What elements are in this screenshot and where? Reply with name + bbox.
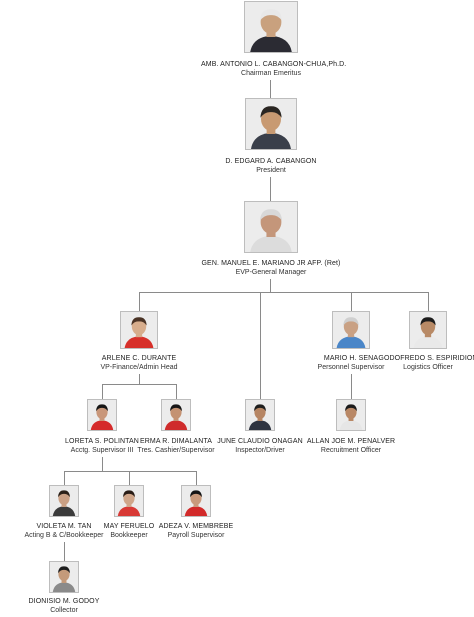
org-node-president: D. EDGARD A. CABANGON President <box>201 98 341 177</box>
person-name: ALLAN JOE M. PENALVER <box>306 438 396 445</box>
person-title: Tres. Cashier/Supervisor <box>137 447 215 454</box>
portrait-photo <box>161 399 191 431</box>
org-node-evp: GEN. MANUEL E. MARIANO JR AFP. (Ret) EVP-… <box>201 201 341 279</box>
connector-line <box>139 292 429 293</box>
portrait-photo <box>409 311 447 349</box>
org-node-durante: ARLENE C. DURANTE VP-Finance/Admin Head <box>69 311 209 374</box>
connector-line <box>102 384 103 399</box>
org-node-penalver: ALLAN JOE M. PENALVER Recruitment Officer <box>281 399 421 457</box>
portrait-image <box>121 312 157 348</box>
org-node-tan: VIOLETA M. TAN Acting B & C/Bookkeeper <box>0 485 134 542</box>
connector-line <box>102 384 177 385</box>
person-title: Recruitment Officer <box>320 447 382 454</box>
person-title: Inspector/Driver <box>235 447 285 454</box>
connector-line <box>270 80 271 98</box>
portrait-image <box>245 202 297 252</box>
person-title: Acting B & C/Bookkeeper <box>24 532 104 539</box>
portrait-photo <box>244 1 298 53</box>
connector-line <box>196 471 197 485</box>
person-name: MAY FERUELO <box>103 523 155 530</box>
portrait-photo <box>245 98 297 150</box>
person-title: Collector <box>50 607 78 614</box>
person-title: President <box>256 167 286 174</box>
person-name: GEN. MANUEL E. MARIANO JR AFP. (Ret) <box>201 260 341 267</box>
portrait-image <box>50 486 78 516</box>
connector-line <box>139 374 140 384</box>
portrait-photo <box>120 311 158 349</box>
person-name: ARLENE C. DURANTE <box>101 355 177 362</box>
org-node-feruelo: MAY FERUELO Bookkeeper <box>59 485 199 542</box>
portrait-image <box>115 486 143 516</box>
org-node-onagan: JUNE CLAUDIO ONAGAN Inspector/Driver <box>190 399 330 457</box>
portrait-photo <box>49 485 79 517</box>
portrait-image <box>410 312 446 348</box>
portrait-image <box>333 312 369 348</box>
connector-line <box>64 471 65 485</box>
person-name: GODOFREDO S. ESPIRIDION <box>378 355 474 362</box>
person-title: Logistics Officer <box>403 364 453 371</box>
connector-line <box>129 471 130 485</box>
portrait-photo <box>244 201 298 253</box>
org-node-chairman: AMB. ANTONIO L. CABANGON-CHUA,Ph.D. Chair… <box>201 1 347 80</box>
org-node-dimalanta: ERMA R. DIMALANTA Tres. Cashier/Superviso… <box>106 399 246 457</box>
portrait-image <box>246 400 274 430</box>
portrait-image <box>182 486 210 516</box>
person-title: EVP-General Manager <box>235 269 307 276</box>
connector-line <box>428 292 429 311</box>
connector-line <box>102 457 103 471</box>
connector-line <box>176 384 177 399</box>
portrait-photo <box>336 399 366 431</box>
connector-line <box>270 177 271 201</box>
person-name: MARIO H. SENA <box>323 355 379 362</box>
org-node-sena: MARIO H. SENA Personnel Supervisor <box>281 311 421 374</box>
portrait-photo <box>114 485 144 517</box>
portrait-image <box>337 400 365 430</box>
person-name: VIOLETA M. TAN <box>36 523 92 530</box>
portrait-image <box>162 400 190 430</box>
connector-line <box>64 542 65 561</box>
person-name: AMB. ANTONIO L. CABANGON-CHUA,Ph.D. <box>201 61 347 68</box>
portrait-photo <box>87 399 117 431</box>
portrait-image <box>246 99 296 149</box>
portrait-photo <box>332 311 370 349</box>
person-name: JUNE CLAUDIO ONAGAN <box>217 438 303 445</box>
portrait-photo <box>181 485 211 517</box>
connector-line <box>260 292 261 399</box>
person-name: ERMA R. DIMALANTA <box>140 438 212 445</box>
portrait-photo <box>49 561 79 593</box>
person-title: Payroll Supervisor <box>167 532 225 539</box>
connector-line <box>139 292 140 311</box>
connector-line <box>351 292 352 311</box>
org-node-godoy: DIONISIO M. GODOY Collector <box>0 561 134 617</box>
person-title: Bookkeeper <box>110 532 148 539</box>
org-node-polintan: LORETA S. POLINTAN Acctg. Supervisor III <box>32 399 172 457</box>
portrait-image <box>245 2 297 52</box>
connector-line <box>64 471 197 472</box>
person-title: Chairman Emeritus <box>241 70 301 77</box>
portrait-image <box>50 562 78 592</box>
person-name: DIONISIO M. GODOY <box>28 598 100 605</box>
portrait-photo <box>245 399 275 431</box>
portrait-image <box>88 400 116 430</box>
org-node-espiridion: GODOFREDO S. ESPIRIDION Logistics Officer <box>358 311 474 374</box>
person-name: D. EDGARD A. CABANGON <box>225 158 317 165</box>
person-name: LORETA S. POLINTAN <box>65 438 139 445</box>
person-name: ADEZA V. MEMBREBE <box>158 523 234 530</box>
person-title: Personnel Supervisor <box>317 364 385 371</box>
connector-line <box>270 279 271 293</box>
org-node-membrebe: ADEZA V. MEMBREBE Payroll Supervisor <box>126 485 266 542</box>
connector-line <box>351 374 352 399</box>
person-title: VP-Finance/Admin Head <box>100 364 178 371</box>
person-title: Acctg. Supervisor III <box>70 447 134 454</box>
